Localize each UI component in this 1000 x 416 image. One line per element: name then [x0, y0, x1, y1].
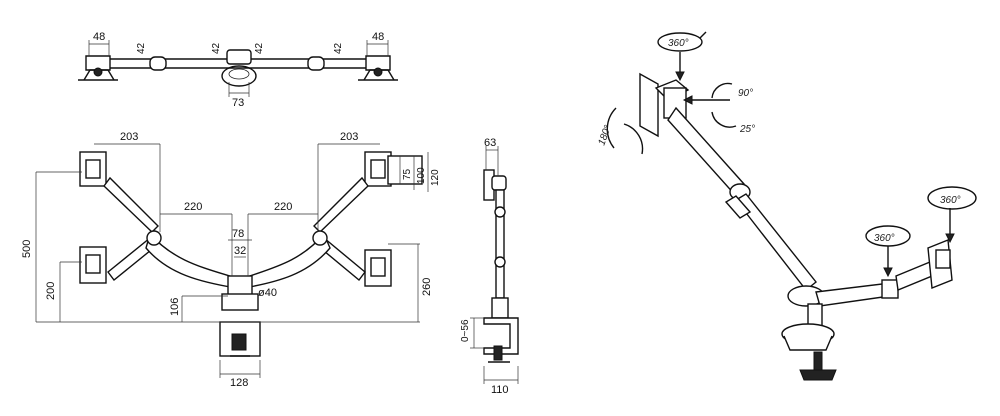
- dim-end-right: 48: [372, 31, 384, 43]
- side-view: 63 0~56 110: [460, 137, 519, 396]
- dim-tube-c: 42: [254, 42, 265, 54]
- dim-reach-left: 203: [120, 131, 138, 143]
- dim-end-left: 48: [93, 31, 105, 43]
- rotate-tilt-up: [711, 82, 733, 99]
- dim-arm-right: 220: [274, 201, 292, 213]
- iso-arm-lower: [734, 193, 817, 291]
- dim-pole-gap: 32: [234, 245, 246, 257]
- dim-base: 73: [232, 97, 244, 109]
- dim-arm-left: 220: [184, 201, 202, 213]
- rotate-right-swivel-b: [927, 186, 977, 210]
- rotate-top-swivel: [657, 32, 703, 52]
- dim-center-gap: 78: [232, 228, 244, 240]
- top-center-base: [221, 65, 257, 87]
- top-joint-right: [307, 56, 325, 71]
- dim-tube-a: 42: [136, 42, 147, 54]
- front-view: 203 203 220 220 78 32 ø40 500 200 260 10…: [21, 131, 441, 389]
- dim-vesa-75: 75: [402, 168, 413, 180]
- rot-label-right-b: 360°: [940, 195, 961, 206]
- iso-head-left-plate: [639, 72, 659, 138]
- head-upper-right: [364, 151, 392, 187]
- dim-height-lower: 200: [45, 282, 57, 300]
- iso-clamp-knob: [799, 369, 837, 381]
- dim-base-depth: 110: [491, 384, 509, 396]
- center-collar: [221, 293, 259, 311]
- top-center-hub: [226, 49, 252, 65]
- dim-reach-right: 203: [340, 131, 358, 143]
- dim-tube-d: 42: [333, 42, 344, 54]
- dim-height-right: 260: [421, 278, 433, 296]
- center-pole: [227, 275, 253, 297]
- rotate-tilt-down: [711, 111, 737, 128]
- rot-label-tilt-up: 90°: [738, 88, 753, 99]
- dim-vesa-100: 100: [416, 167, 427, 184]
- side-arm: [495, 189, 505, 299]
- dim-pole-dia: ø40: [258, 287, 277, 299]
- iso-arm-upper: [667, 106, 745, 198]
- rot-label-right-a: 360°: [874, 233, 895, 244]
- top-left-end: [85, 55, 111, 71]
- iso-arm-right: [815, 283, 892, 307]
- rotate-180: [606, 107, 617, 149]
- dim-clamp-range: 0~56: [460, 319, 471, 342]
- top-view: 48 48 42 42 42 42 73: [78, 31, 398, 109]
- dim-tube-b: 42: [211, 42, 222, 54]
- side-pole: [491, 297, 509, 319]
- vesa-plate: [387, 155, 423, 185]
- top-right-end: [365, 55, 391, 71]
- top-joint-left: [149, 56, 167, 71]
- arm-upper-left: [103, 176, 159, 233]
- side-head: [491, 175, 507, 191]
- dim-height-total: 500: [21, 240, 33, 258]
- arm-upper-right: [313, 176, 369, 233]
- rot-label-tilt-down: 25°: [739, 124, 755, 135]
- dim-clamp-width: 128: [230, 377, 248, 389]
- dim-vesa-120: 120: [430, 169, 441, 186]
- iso-view: 360° 90° 25° 180° 360° 360°: [596, 31, 977, 381]
- rot-label-top: 360°: [668, 38, 689, 49]
- dim-head-depth: 63: [484, 137, 496, 149]
- dim-clamp-offset: 106: [169, 298, 181, 316]
